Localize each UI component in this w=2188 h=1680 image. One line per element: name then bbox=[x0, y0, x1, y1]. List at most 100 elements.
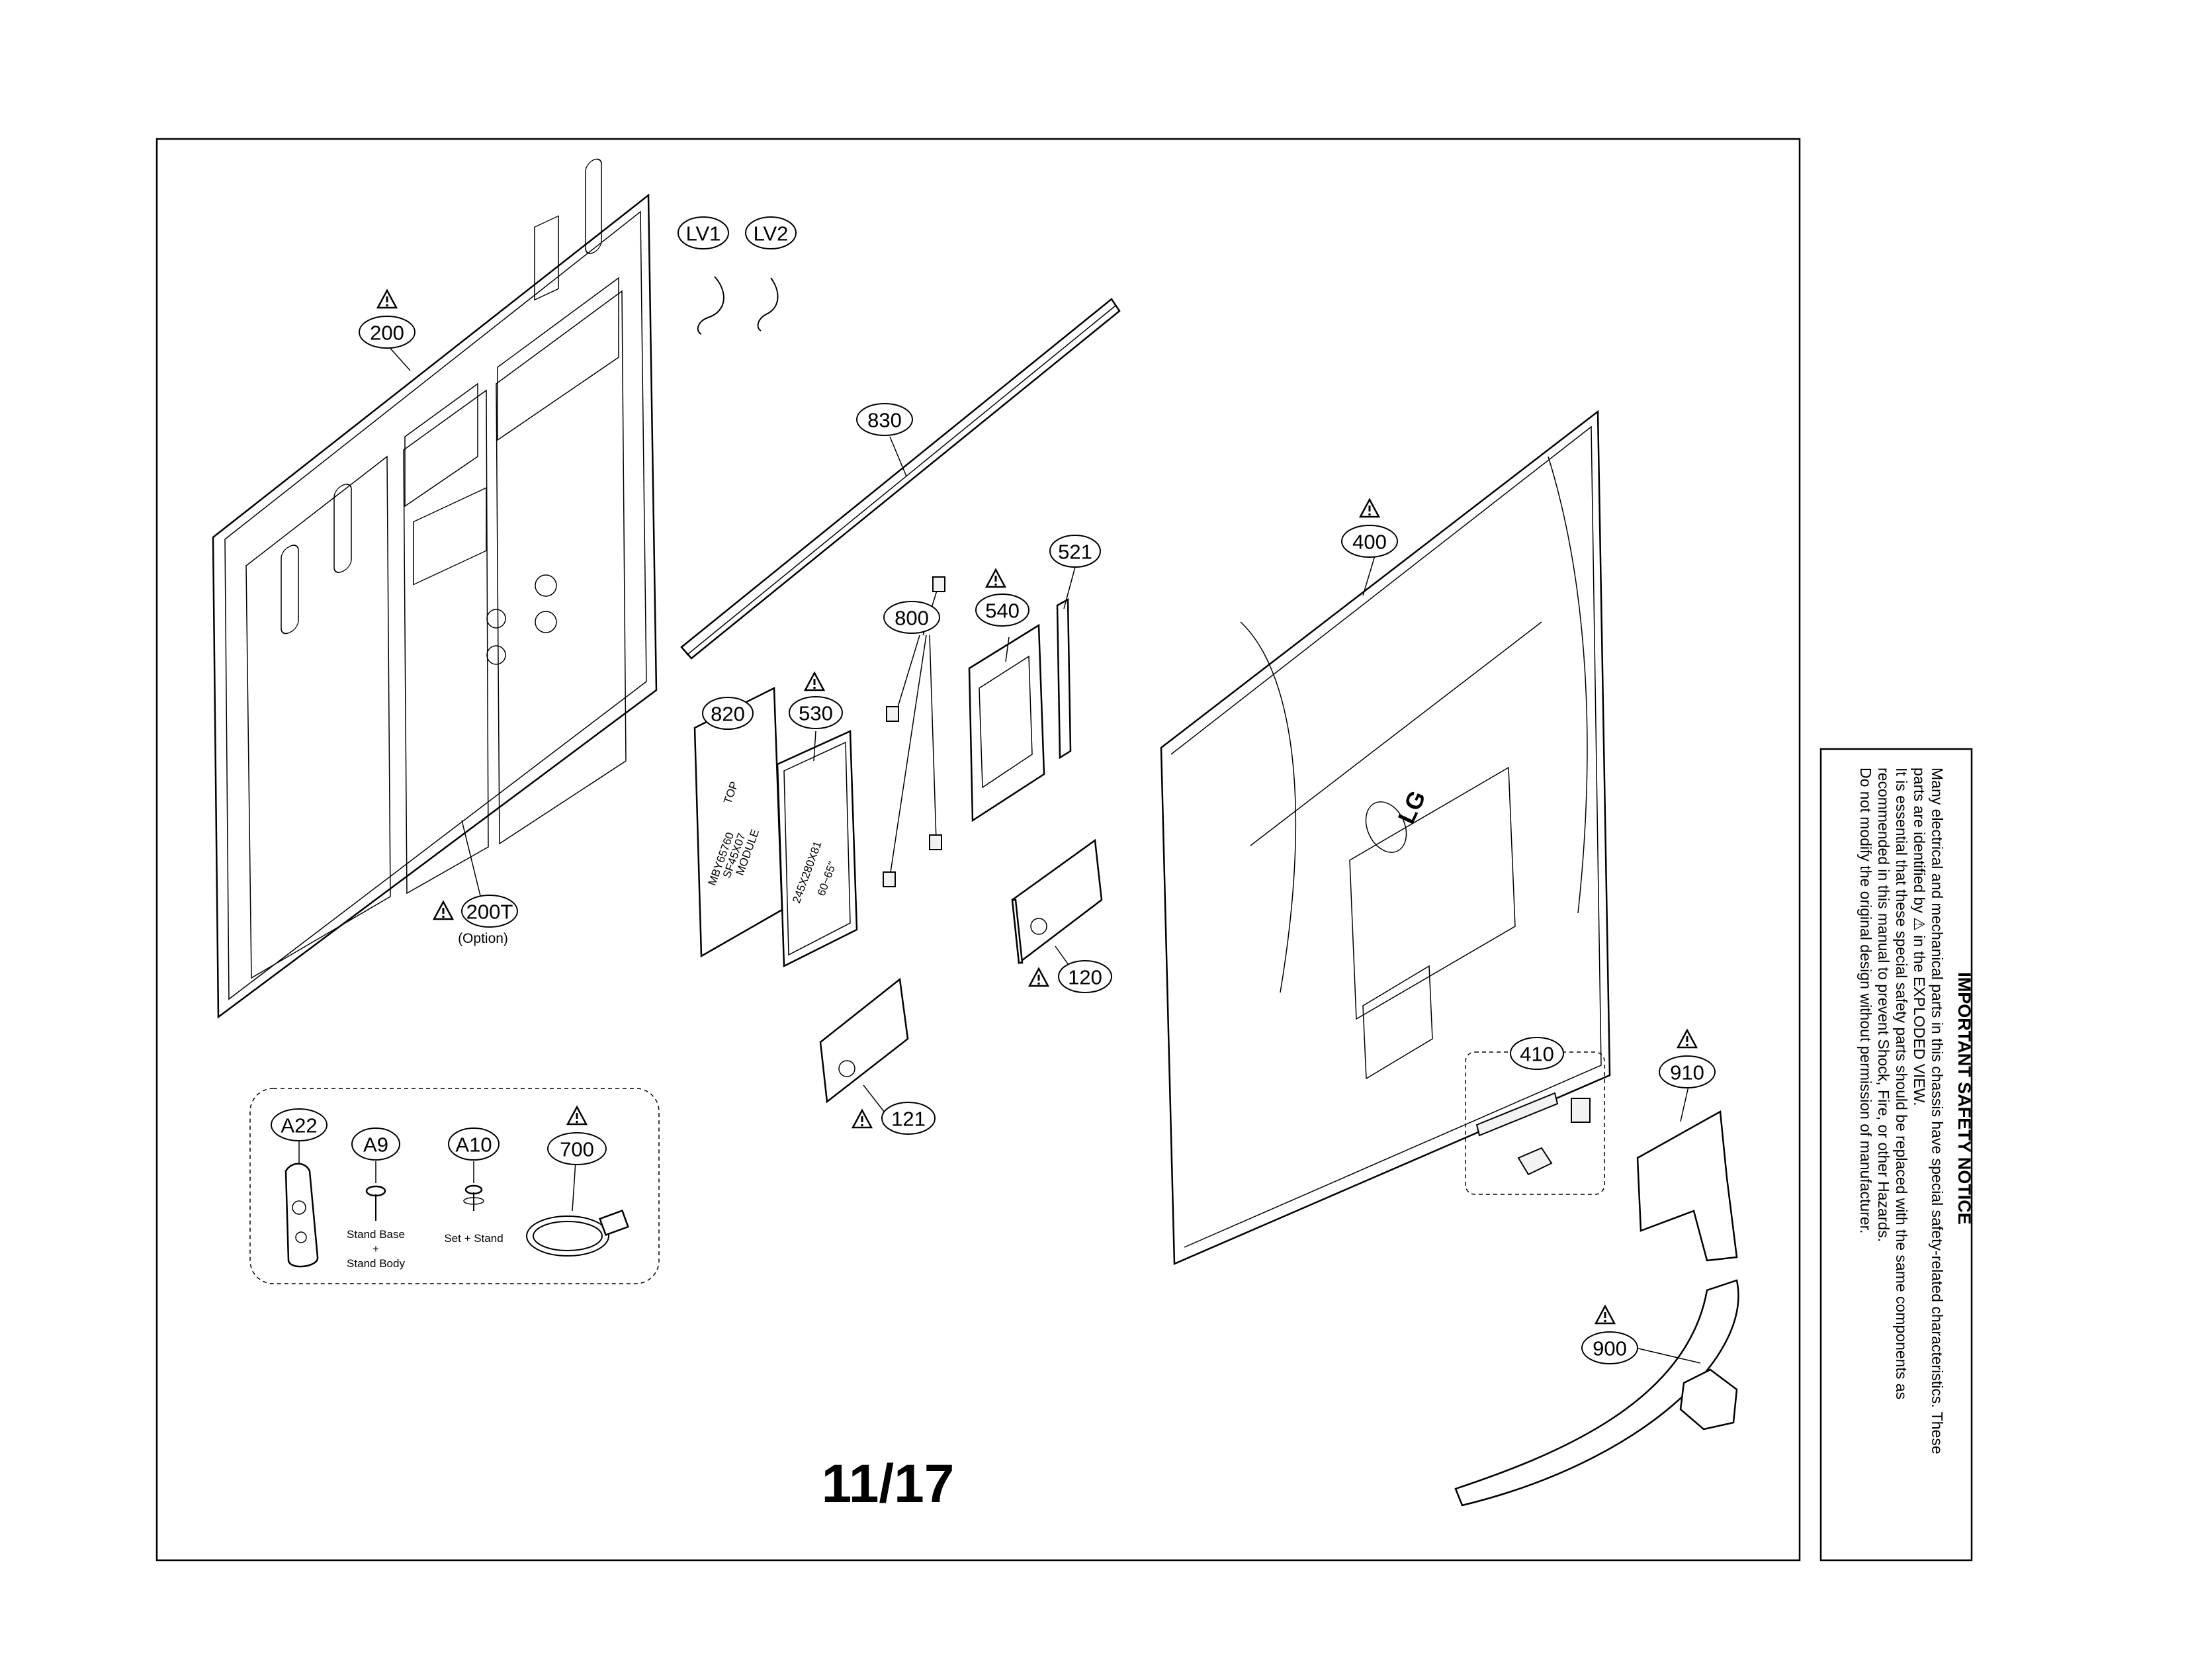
screw-a9-icon bbox=[365, 1185, 386, 1221]
power-cord-icon bbox=[526, 1210, 629, 1257]
part-lv-cables bbox=[697, 276, 779, 335]
callout-label: 820 bbox=[711, 703, 745, 726]
screw-a10-icon bbox=[463, 1184, 484, 1211]
warning-triangle-icon bbox=[566, 1106, 588, 1126]
callout-label: 521 bbox=[1058, 541, 1092, 564]
callout-900: 900 bbox=[1581, 1305, 1638, 1364]
part-530-board: 245X280X81 60~65" bbox=[776, 730, 858, 967]
callout-910: 910 bbox=[1659, 1029, 1716, 1088]
callout-bubble bbox=[975, 594, 1029, 627]
callout-bubble bbox=[1058, 960, 1112, 993]
callout-820: 820 bbox=[702, 697, 754, 730]
a9-note-line2: + bbox=[372, 1243, 379, 1255]
callout-bubble bbox=[271, 1108, 328, 1141]
callout-bubble bbox=[1659, 1055, 1716, 1088]
callout-label: 530 bbox=[799, 702, 833, 725]
callout-lv2: LV2 bbox=[745, 216, 797, 249]
callout-bubble bbox=[881, 1102, 936, 1135]
option-note: (Option) bbox=[458, 931, 508, 946]
callout-label: LV1 bbox=[686, 222, 721, 245]
warning-triangle-icon bbox=[376, 289, 398, 309]
a9-note-line3: Stand Body bbox=[347, 1257, 405, 1270]
callout-bubble bbox=[448, 1127, 500, 1161]
a10-note: Set + Stand bbox=[444, 1232, 503, 1245]
remote-control-icon bbox=[284, 1163, 319, 1268]
callout-bubble bbox=[745, 216, 797, 249]
safety-notice-line: Many electrical and mechanical parts in … bbox=[1929, 768, 1946, 1454]
part-120-speaker bbox=[1011, 838, 1103, 965]
callout-800: 800 bbox=[883, 601, 940, 634]
part-121-speaker bbox=[819, 977, 909, 1104]
callout-label: A10 bbox=[455, 1133, 492, 1157]
accessories-group bbox=[249, 1088, 660, 1284]
callout-label: 900 bbox=[1593, 1337, 1627, 1360]
warning-triangle-icon bbox=[1595, 1305, 1616, 1325]
leader-lines bbox=[298, 344, 1701, 1364]
callout-label: 200T bbox=[466, 901, 513, 924]
callout-700: 700 bbox=[547, 1106, 607, 1165]
callout-lv1: LV1 bbox=[678, 216, 729, 249]
safety-notice-line: Do not modify the original design withou… bbox=[1857, 768, 1874, 1233]
callout-bubble bbox=[883, 601, 940, 634]
safety-notice-body: Many electrical and mechanical parts in … bbox=[1857, 768, 1946, 1454]
callout-label: 800 bbox=[895, 607, 929, 630]
safety-notice-line: parts are identified by ⚠ in the EXPLODE… bbox=[1911, 768, 1928, 1106]
part-400-back-cover: LG bbox=[1160, 410, 1611, 1265]
callout-label: LV2 bbox=[754, 222, 789, 245]
callout-label: 400 bbox=[1352, 531, 1387, 554]
warning-triangle-icon bbox=[985, 568, 1006, 588]
callout-label: 200 bbox=[370, 322, 404, 345]
callout-bubble bbox=[359, 316, 416, 349]
callout-540: 540 bbox=[975, 568, 1029, 627]
callout-bubble bbox=[1049, 535, 1101, 568]
callout-200: 200 bbox=[359, 289, 416, 349]
callout-bubble bbox=[702, 697, 754, 730]
callout-a22: A22 bbox=[271, 1108, 328, 1141]
callout-label: 910 bbox=[1670, 1061, 1704, 1084]
callout-120: 120 bbox=[1028, 960, 1112, 993]
safety-notice-line: recommended in this manual to prevent Sh… bbox=[1875, 768, 1892, 1242]
warning-triangle-icon bbox=[1677, 1029, 1698, 1049]
callout-bubble bbox=[1510, 1037, 1564, 1070]
callout-bubble bbox=[678, 216, 729, 249]
page-number: 11/17 bbox=[822, 1454, 955, 1514]
callout-121: 121 bbox=[852, 1102, 936, 1135]
callout-bubble bbox=[789, 696, 843, 729]
part-900-stand-base bbox=[1454, 1279, 1739, 1507]
warning-triangle-icon bbox=[852, 1109, 873, 1129]
callout-bubble bbox=[461, 895, 518, 928]
diagram-frame bbox=[155, 138, 1801, 1562]
callout-400: 400 bbox=[1341, 498, 1398, 558]
callout-label: 120 bbox=[1068, 966, 1102, 989]
safety-notice-frame bbox=[1819, 748, 1973, 1562]
safety-notice: IMPORTANT SAFETY NOTICE Many electrical … bbox=[1857, 768, 1974, 1454]
callout-200t: 200T bbox=[433, 895, 518, 928]
warning-triangle-icon bbox=[1359, 498, 1380, 518]
part-830-bracket bbox=[680, 298, 1121, 660]
callout-530: 530 bbox=[789, 672, 843, 729]
warning-triangle-icon bbox=[1028, 967, 1049, 987]
callout-label: 540 bbox=[985, 599, 1020, 623]
callout-label: 700 bbox=[560, 1138, 594, 1161]
part-800-clips bbox=[883, 576, 945, 887]
callout-label: 121 bbox=[891, 1108, 926, 1131]
callout-label: 410 bbox=[1520, 1043, 1554, 1066]
callout-label: 830 bbox=[867, 409, 902, 432]
a9-note-line1: Stand Base bbox=[347, 1228, 405, 1241]
safety-notice-line: It is essential that these special safet… bbox=[1893, 768, 1910, 1399]
part-200-chassis-frame bbox=[212, 158, 658, 1019]
callout-bubble bbox=[1581, 1331, 1638, 1364]
callout-830: 830 bbox=[856, 403, 913, 436]
safety-notice-title: IMPORTANT SAFETY NOTICE bbox=[1954, 972, 1974, 1225]
warning-triangle-icon bbox=[433, 901, 454, 920]
callout-labels: 200 LV1 LV2 830 400 521 800 540 820 530 200T 120 121… bbox=[271, 216, 1716, 1364]
part-540-main-board bbox=[968, 623, 1045, 822]
callout-410: 410 bbox=[1510, 1037, 1564, 1070]
callout-a10: A10 bbox=[448, 1127, 500, 1161]
callout-bubble bbox=[351, 1127, 400, 1161]
part-521-strip bbox=[1056, 597, 1072, 760]
warning-triangle-icon bbox=[804, 672, 825, 691]
callout-bubble bbox=[547, 1132, 607, 1165]
callout-a9: A9 bbox=[351, 1127, 400, 1161]
